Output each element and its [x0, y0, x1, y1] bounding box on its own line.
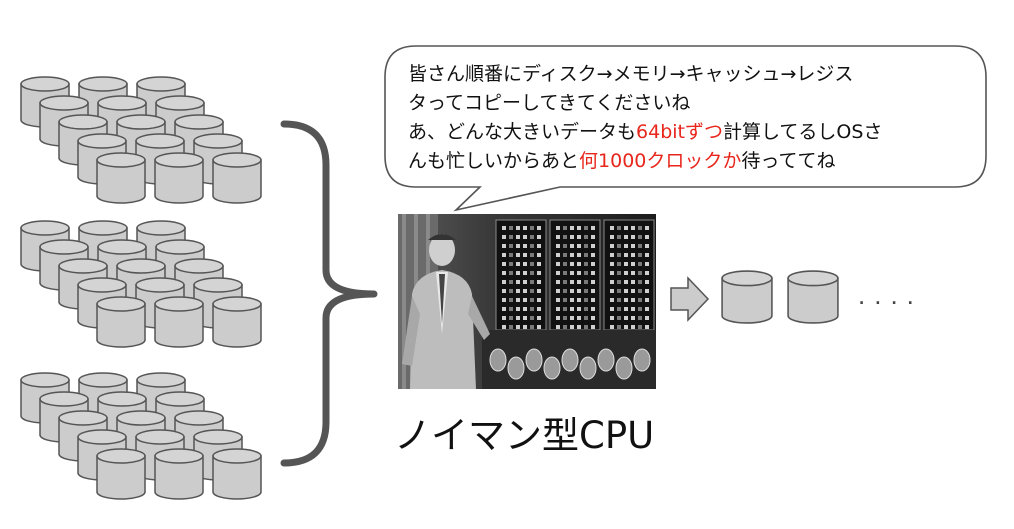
computer-photo	[398, 214, 656, 389]
bubble-line-3b: 計算してるしOSさ	[722, 121, 883, 143]
speech-bubble-text: 皆さん順番にディスク→メモリ→キャッシュ→レジス タってコピーしてきてくださいね…	[408, 60, 968, 176]
bubble-highlight-64bit: 64bitずつ	[636, 121, 723, 143]
cylinder-icon	[154, 152, 204, 204]
cylinder-icon	[212, 296, 262, 348]
cpu-caption: ノイマン型CPU	[394, 414, 655, 457]
disk-groups	[20, 76, 262, 500]
cylinder-icon	[96, 152, 146, 204]
cylinder-icon	[96, 296, 146, 348]
bubble-highlight-clock: 何1000クロック	[579, 150, 723, 172]
bubble-line-4a: んも忙しいからあと	[408, 150, 580, 172]
cylinder-icon	[154, 296, 204, 348]
bubble-highlight-ka: か	[722, 150, 742, 172]
cylinder-icon	[787, 270, 839, 324]
ellipsis: ....	[858, 280, 923, 310]
bubble-line-4b: 待っててね	[741, 150, 836, 172]
bubble-line-2: タってコピーしてきてくださいね	[408, 92, 691, 114]
bubble-line-1: 皆さん順番にディスク→メモリ→キャッシュ→レジス	[408, 63, 854, 85]
cylinder-icon	[721, 270, 773, 324]
right-curly-brace-icon	[280, 120, 378, 467]
cylinder-icon	[96, 448, 146, 500]
right-arrow-icon	[670, 276, 710, 322]
speech-bubble	[384, 45, 987, 212]
bubble-line-3a: あ、どんな大きいデータも	[408, 121, 637, 143]
cylinder-icon	[154, 448, 204, 500]
cylinder-icon	[212, 152, 262, 204]
cylinder-icon	[212, 448, 262, 500]
